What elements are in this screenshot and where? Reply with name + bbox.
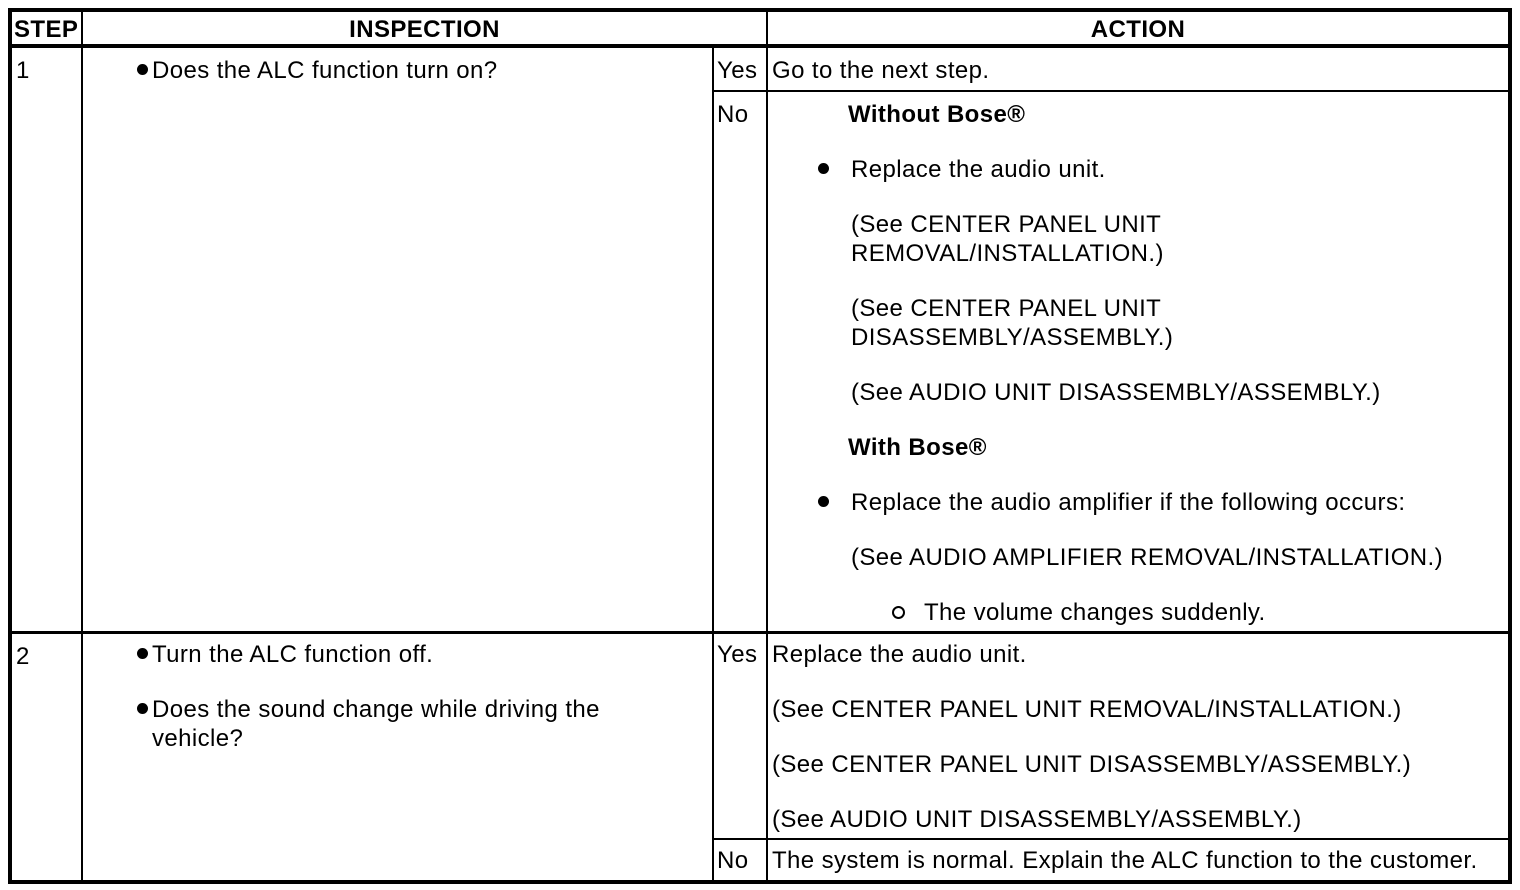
bullet-icon [137, 703, 148, 714]
see-reference: (See CENTER PANEL UNIT [851, 295, 1162, 322]
step-number-text: 2 [16, 643, 30, 670]
action-text: Go to the next step. [772, 57, 990, 84]
see-reference: (See CENTER PANEL UNIT DISASSEMBLY/ASSEM… [772, 751, 1412, 778]
no-label-cell: No [714, 840, 768, 880]
inspection-item: Does the ALC function turn on? [137, 56, 712, 85]
action-bullet-text: Replace the audio amplifier if the follo… [851, 489, 1406, 516]
see-reference: (See AUDIO UNIT DISASSEMBLY/ASSEMBLY.) [772, 806, 1302, 833]
see-reference: (See AUDIO AMPLIFIER REMOVAL/INSTALLATIO… [851, 544, 1444, 571]
column-header-action: ACTION [768, 12, 1508, 48]
inspection-item-text: Does the ALC function turn on? [152, 57, 498, 84]
circle-bullet-icon [892, 606, 905, 619]
action-bullet-text: Replace the audio unit. [851, 156, 1106, 183]
step-number-text: 1 [16, 57, 30, 84]
inspection-cell: Does the ALC function turn on? [83, 48, 714, 634]
action-no-cell: Without Bose® Replace the audio unit. (S… [768, 92, 1508, 634]
inspection-item-line1: Does the sound change while driving the [152, 696, 600, 723]
bullet-icon [818, 163, 829, 174]
action-no-cell: The system is normal. Explain the ALC fu… [768, 840, 1508, 880]
action-text: The system is normal. Explain the ALC fu… [772, 847, 1478, 874]
action-yes-cell: Go to the next step. [768, 48, 1508, 92]
yes-label-cell: Yes [714, 48, 768, 92]
inspection-item-text: Turn the ALC function off. [152, 641, 434, 668]
see-reference: (See CENTER PANEL UNIT [851, 211, 1162, 238]
inspection-item-line2: vehicle? [152, 725, 244, 752]
yes-label: Yes [717, 641, 758, 668]
no-label: No [717, 847, 749, 874]
see-reference-continuation: REMOVAL/INSTALLATION.) [851, 240, 1164, 267]
see-reference-continuation: DISASSEMBLY/ASSEMBLY.) [851, 324, 1174, 351]
yes-label: Yes [717, 57, 758, 84]
with-bose-heading: With Bose® [848, 434, 987, 461]
without-bose-heading: Without Bose® [848, 101, 1026, 128]
action-text: Replace the audio unit. [772, 641, 1027, 668]
column-header-step: STEP [12, 12, 83, 48]
action-bullet-item: Replace the audio amplifier if the follo… [818, 488, 1508, 517]
no-label-cell: No [714, 92, 768, 634]
see-reference: (See CENTER PANEL UNIT REMOVAL/INSTALLAT… [772, 696, 1402, 723]
action-bullet-item: Replace the audio unit. [818, 155, 1508, 184]
column-header-inspection: INSPECTION [83, 12, 768, 48]
action-sub-item: The volume changes suddenly. [892, 598, 1508, 627]
bullet-icon [818, 496, 829, 507]
inspection-cell: Turn the ALC function off. Does the soun… [83, 634, 714, 880]
troubleshooting-table: STEP INSPECTION ACTION 1 Does the ALC fu… [8, 8, 1512, 884]
yes-label-cell: Yes [714, 634, 768, 840]
no-label: No [717, 101, 749, 128]
inspection-item: Turn the ALC function off. [137, 640, 712, 669]
action-sub-item-text: The volume changes suddenly. [924, 599, 1266, 626]
inspection-item-text: Does the sound change while driving the … [152, 695, 600, 753]
bullet-icon [137, 648, 148, 659]
step-number: 1 [12, 48, 83, 634]
bullet-icon [137, 64, 148, 75]
inspection-item: Does the sound change while driving the … [137, 695, 712, 753]
step-number: 2 [12, 634, 83, 880]
action-yes-cell: Replace the audio unit. (See CENTER PANE… [768, 634, 1508, 840]
see-reference: (See AUDIO UNIT DISASSEMBLY/ASSEMBLY.) [851, 379, 1381, 406]
